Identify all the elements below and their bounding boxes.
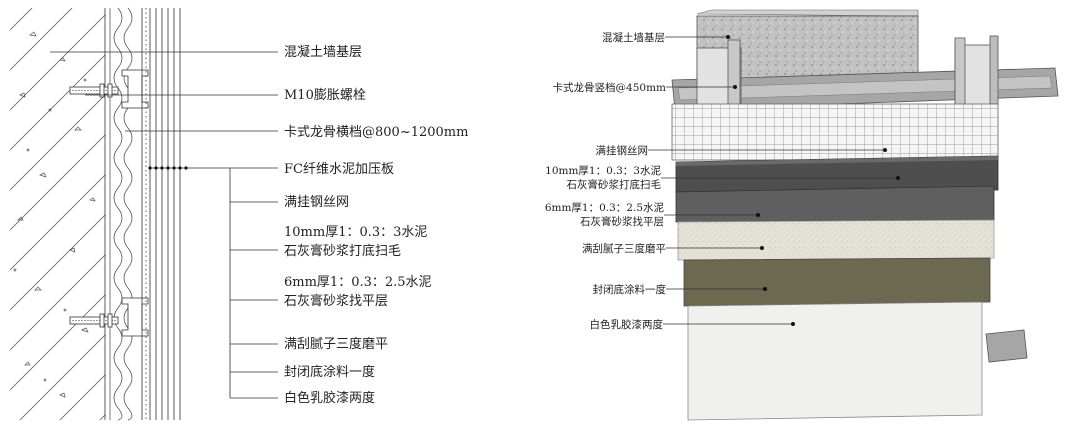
mortar-6mm-layer [675, 185, 995, 223]
left-label-concrete: 混凝土墙基层 [284, 44, 362, 60]
left-leader-lines [50, 51, 278, 399]
right-labels: 混凝土墙基层卡式龙骨竖档@450mm满挂钢丝网10mm厚1：0.3：3水泥石灰膏… [545, 31, 667, 331]
keel-clip-upper [121, 69, 149, 109]
left-label-keel: 卡式龙骨横档@800~1200mm [284, 125, 468, 140]
keel-rail-end [985, 329, 1028, 363]
right-label-mesh: 满挂钢丝网 [596, 144, 649, 157]
left-label-mortar10-line1: 10mm厚1：0.3：3水泥 [284, 225, 427, 240]
left-label-latex: 白色乳胶漆两度 [284, 390, 375, 406]
right-label-putty: 满刮腻子三度磨平 [582, 242, 666, 255]
putty-layer [677, 219, 995, 261]
keel-clip-lower [121, 297, 149, 337]
concrete-block-top [696, 9, 919, 17]
left-label-mortar6-line2: 石灰膏砂浆找平层 [284, 293, 388, 309]
keel-wave-profile [113, 7, 123, 421]
right-label-latex: 白色乳胶漆两度 [590, 318, 664, 331]
concrete-aggregate-marks [13, 31, 96, 398]
right-label-mortar10-line2: 石灰膏砂浆打底扫毛 [567, 178, 662, 191]
left-label-mortar6-line1: 6mm厚1：0.3：2.5水泥 [284, 275, 432, 290]
left-label-primer: 封闭底涂料一度 [284, 364, 375, 380]
steel-mesh-layer [671, 103, 999, 161]
right-label-mortar6-line1: 6mm厚1：0.3：2.5水泥 [545, 201, 665, 214]
right-leader-lines [648, 35, 900, 326]
section-drawing [10, 7, 181, 421]
latex-paint-layer [687, 301, 983, 421]
primer-layer [683, 257, 991, 307]
right-label-keel: 卡式龙骨竖档@450mm [553, 81, 666, 94]
expansion-bolt-lower [69, 313, 119, 328]
expansion-bolt-upper [69, 83, 119, 98]
concrete-wall-section [10, 8, 105, 420]
right-label-mortar10-line1: 10mm厚1：0.3：3水泥 [545, 164, 661, 177]
left-label-mesh: 满挂钢丝网 [284, 195, 349, 210]
left-label-mortar10-line2: 石灰膏砂浆打底扫毛 [284, 243, 401, 259]
keel-stud-right [954, 35, 999, 106]
keel-stud-left [696, 39, 742, 107]
right-label-mortar6-line2: 石灰膏砂浆找平层 [580, 215, 664, 228]
left-label-bolt: M10膨胀螺栓 [284, 88, 366, 103]
isometric-drawing [671, 9, 1059, 421]
right-label-concrete: 混凝土墙基层 [602, 31, 665, 44]
left-labels: 混凝土墙基层 M10膨胀螺栓卡式龙骨横档@800~1200mmFC纤维水泥加压板满… [284, 44, 468, 406]
right-label-primer: 封闭底涂料一度 [593, 283, 667, 296]
left-label-fc-board: FC纤维水泥加压板 [284, 162, 394, 177]
left-label-putty: 满刮腻子三度磨平 [284, 336, 388, 352]
